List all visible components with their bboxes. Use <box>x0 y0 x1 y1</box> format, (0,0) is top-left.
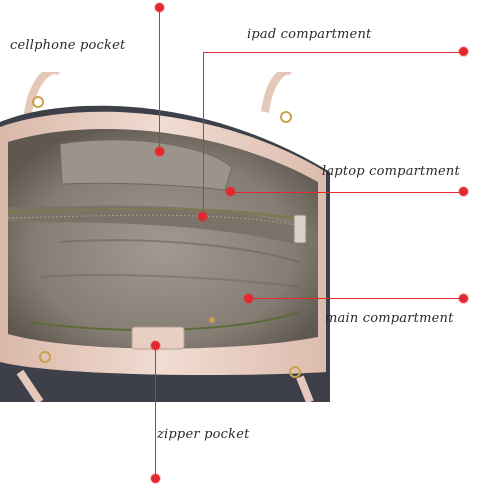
laptop-compartment-hline <box>230 192 462 193</box>
main-compartment-label: main compartment <box>325 311 454 326</box>
main-compartment-hline <box>248 298 462 299</box>
zipper-pocket-label: zipper pocket <box>157 427 250 442</box>
ipad-compartment-end-dot <box>459 47 468 56</box>
cellphone-pocket-marker-dot <box>155 147 164 156</box>
cellphone-pocket-line <box>159 12 160 154</box>
cellphone-pocket-label: cellphone pocket <box>10 38 126 53</box>
handbag-illustration <box>0 72 330 402</box>
zipper-pocket-line <box>155 345 156 478</box>
laptop-compartment-label: laptop compartment <box>322 164 460 179</box>
ipad-compartment-label: ipad compartment <box>247 27 372 42</box>
ipad-compartment-hline <box>203 52 461 53</box>
zipper-pocket-bottom-dot <box>151 474 160 483</box>
ipad-compartment-marker-dot <box>198 212 207 221</box>
main-compartment-end-dot <box>459 294 468 303</box>
cellphone-pocket-top-dot <box>155 3 164 12</box>
laptop-compartment-end-dot <box>459 187 468 196</box>
handbag-interior-photo <box>0 72 330 402</box>
ipad-compartment-vline <box>203 52 204 217</box>
laptop-compartment-marker-dot <box>226 187 235 196</box>
